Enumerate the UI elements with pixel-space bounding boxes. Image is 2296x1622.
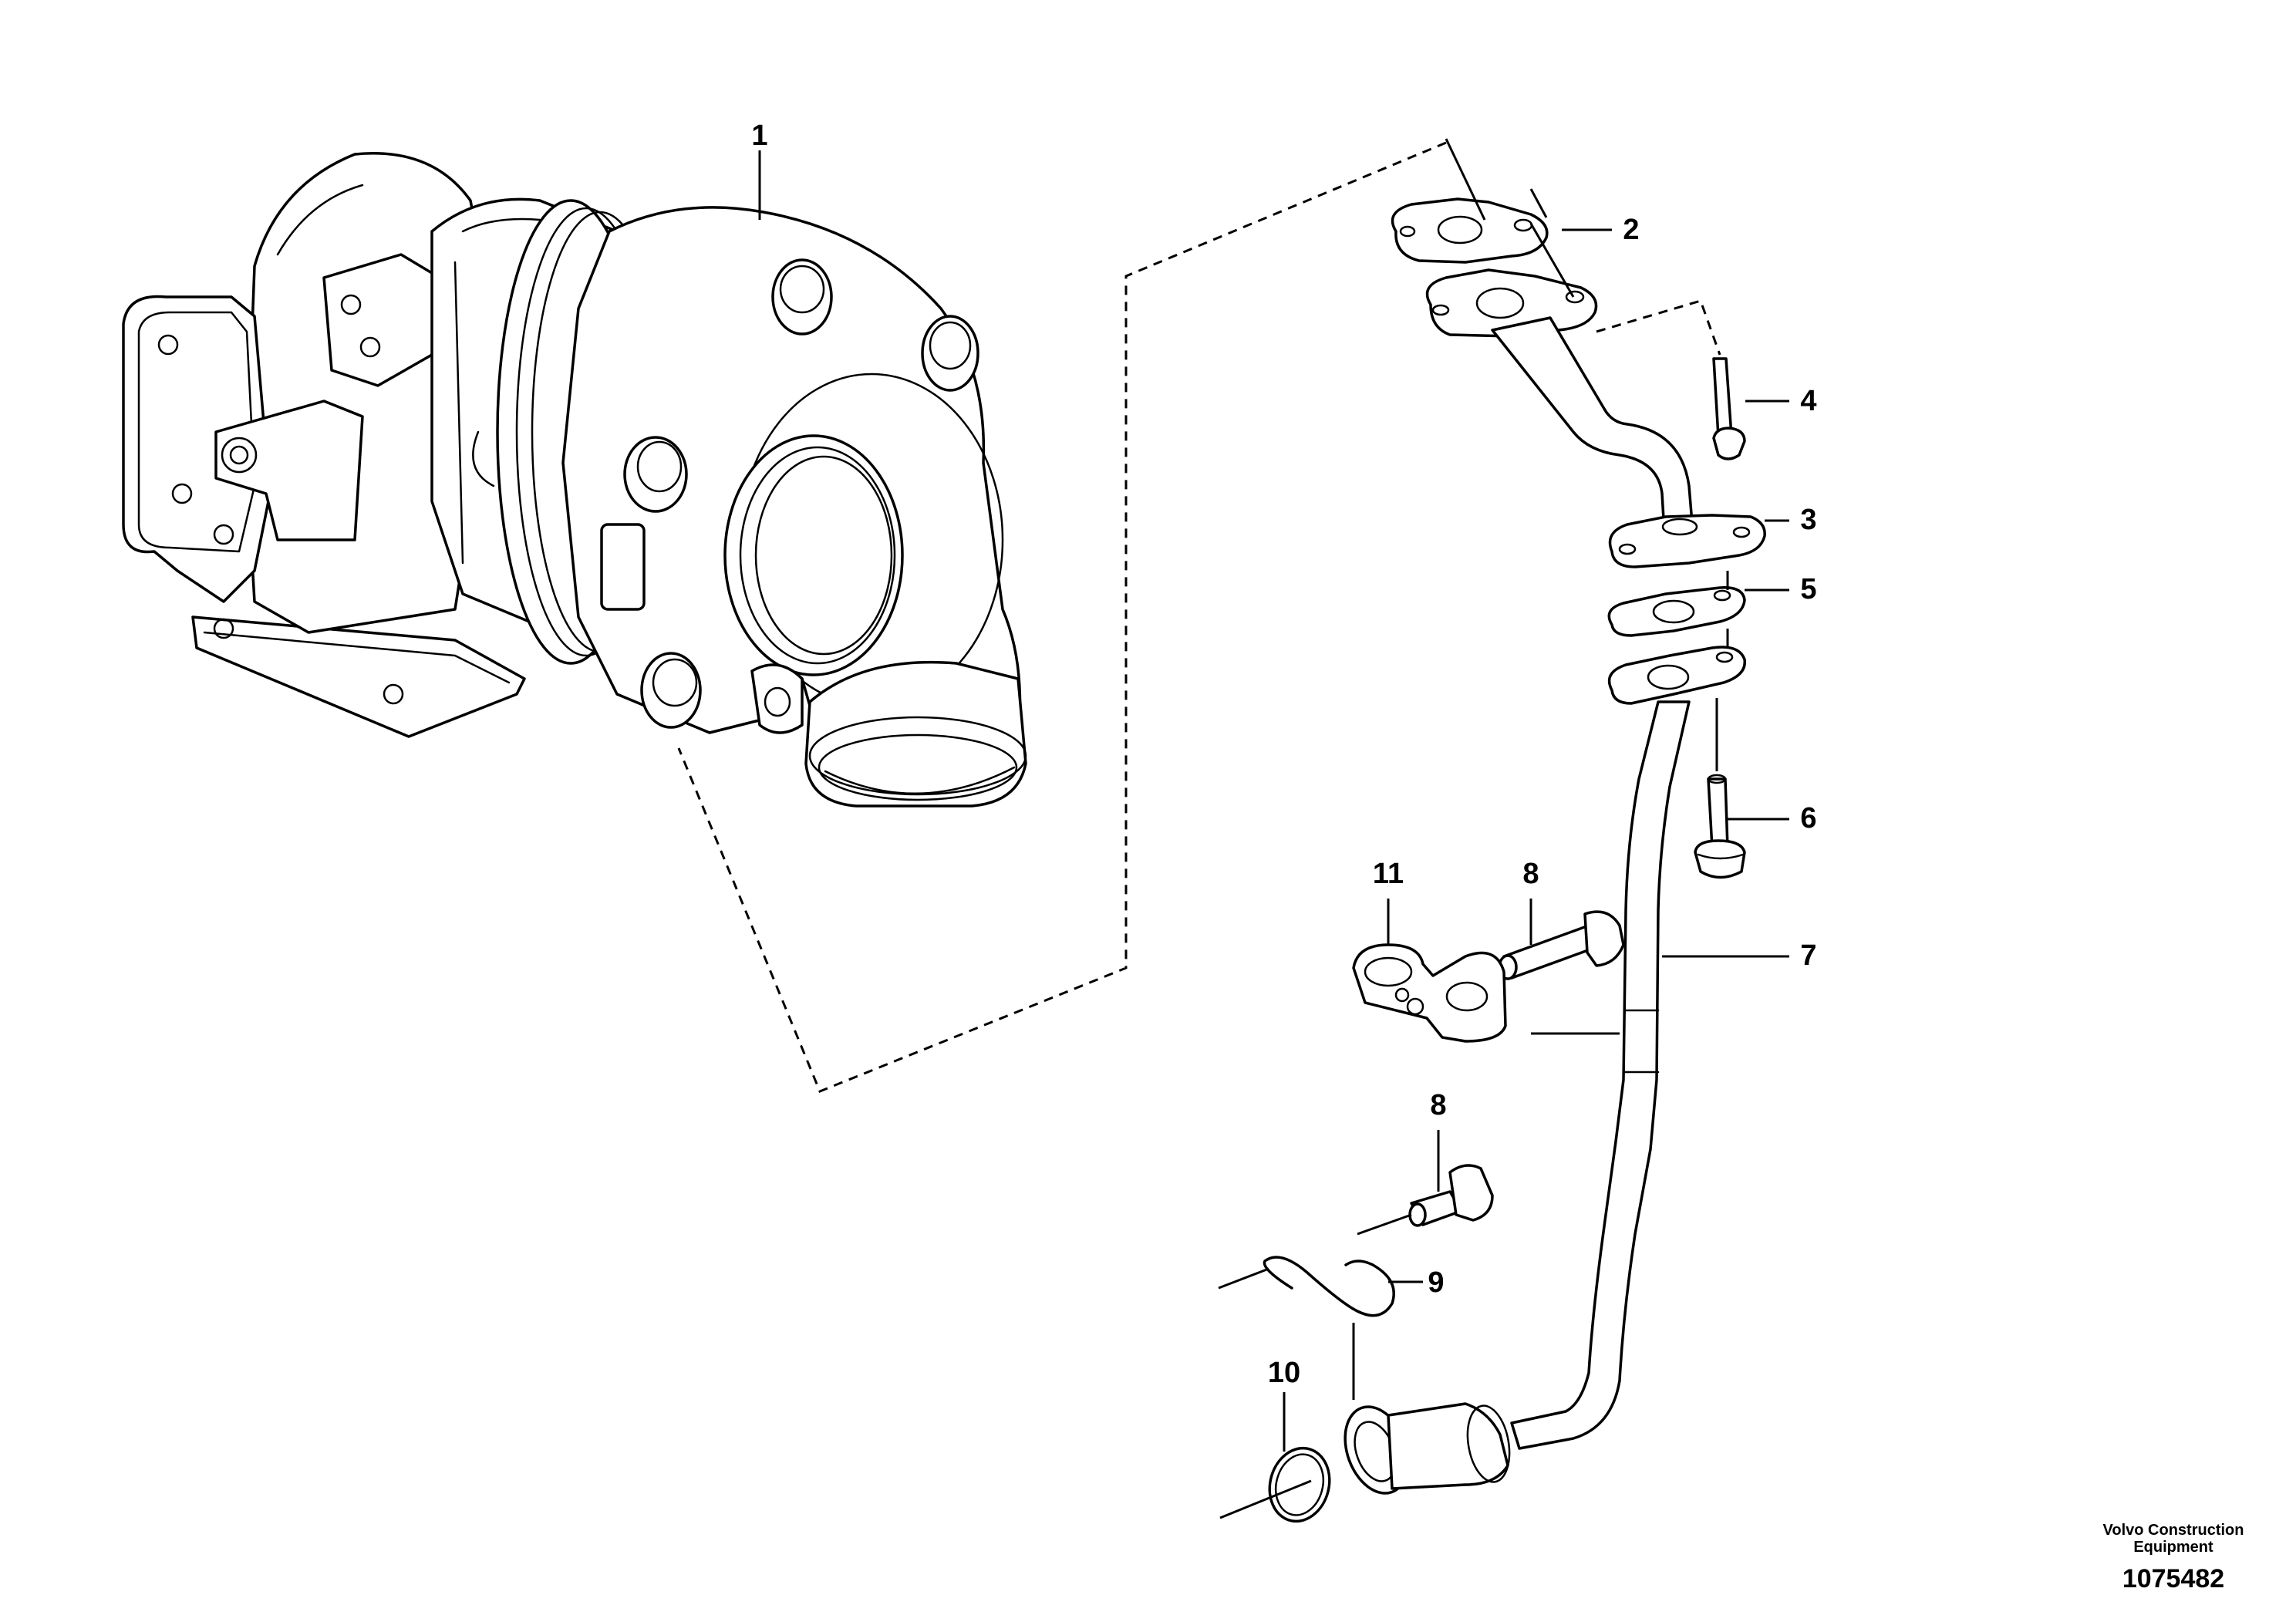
- bolt-6: [1694, 774, 1746, 879]
- bolt-8-upper: [1498, 910, 1625, 980]
- lower-oil-pipe: [1510, 700, 1691, 1450]
- gasket-5: [1607, 586, 1746, 637]
- callout-2: 2: [1623, 214, 1639, 246]
- pipe-fitting: [1344, 1402, 1511, 1495]
- callout-9: 9: [1428, 1266, 1444, 1299]
- callout-3: 3: [1800, 504, 1816, 536]
- dashed-grouping-line: [677, 141, 1447, 1093]
- callout-8-upper: 8: [1522, 858, 1539, 890]
- bolt-4: [1712, 357, 1746, 460]
- o-ring-10: [1268, 1446, 1331, 1523]
- spring-clip-9: [1263, 1256, 1395, 1317]
- callout-4: 4: [1800, 385, 1816, 417]
- upper-pipe-flange: [1425, 268, 1598, 338]
- footer: Volvo Construction Equipment 1075482: [2103, 1522, 2244, 1593]
- callout-1: 1: [751, 120, 767, 152]
- reference-number: 1075482: [2122, 1564, 2224, 1593]
- leader-lines: [758, 138, 1789, 1519]
- callouts: 1 2 4 3 5 6 11 8 7 8 9 10: [751, 120, 1816, 1389]
- turbocharger: [122, 152, 1027, 808]
- callout-7: 7: [1800, 939, 1816, 972]
- gasket-upper: [1391, 197, 1549, 264]
- brand-line-1: Volvo Construction: [2103, 1522, 2244, 1539]
- callout-11: 11: [1373, 858, 1404, 890]
- brand-line-2: Equipment: [2133, 1539, 2213, 1556]
- upper-pipe-lower-flange: [1608, 514, 1766, 568]
- callout-8-lower: 8: [1430, 1089, 1446, 1121]
- clamp-11: [1352, 943, 1507, 1043]
- callout-10: 10: [1268, 1357, 1300, 1389]
- callout-6: 6: [1800, 802, 1816, 835]
- upper-oil-pipe: [1491, 316, 1694, 534]
- callout-5: 5: [1800, 573, 1816, 605]
- bolt-8-lower: [1408, 1164, 1494, 1227]
- lower-pipe-upper-flange: [1607, 646, 1746, 705]
